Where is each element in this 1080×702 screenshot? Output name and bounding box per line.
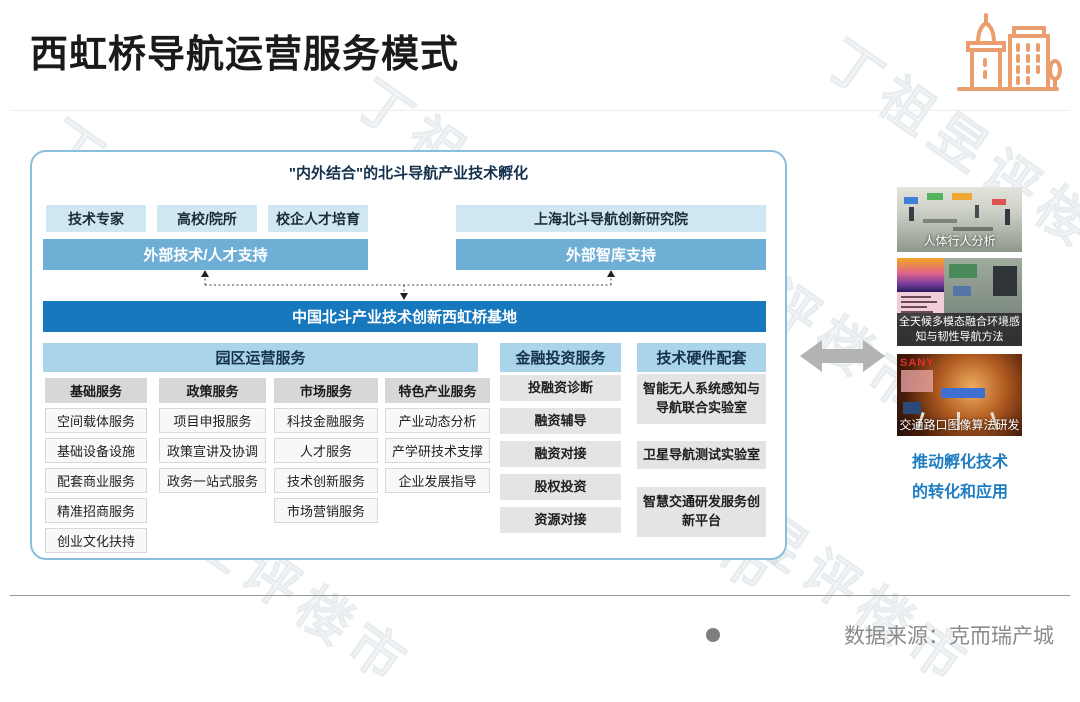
park-service-item: 市场营销服务 [274,498,378,523]
city-buildings-icon [957,13,1062,91]
detection-box [952,193,972,200]
column-header-policy-services: 政策服务 [159,378,266,403]
support-bar-external-tech-talent: 外部技术/人才支持 [43,239,368,270]
park-service-item: 配套商业服务 [45,468,147,493]
park-service-item: 科技金融服务 [274,408,378,433]
pedestrian-figure [909,207,914,221]
conclusion-text: 推动孵化技术 的转化和应用 [882,448,1038,508]
telemetry-panel [901,370,933,392]
park-service-item: 基础设备设施 [45,438,147,463]
park-service-item: 精准招商服务 [45,498,147,523]
photo-traffic-intersection: SANY 交通路口图像算法研发 [897,354,1022,436]
conclusion-line-2: 的转化和应用 [911,484,1008,501]
conclusion-line-1: 推动孵化技术 [911,454,1008,471]
lane-line [957,412,960,430]
section-header-finance-services: 金融投资服务 [500,343,621,372]
base-bar-xihongqiao: 中国北斗产业技术创新西虹桥基地 [43,301,766,332]
telemetry-line [901,301,937,303]
park-service-item: 人才服务 [274,438,378,463]
park-service-item: 产业动态分析 [385,408,490,433]
park-service-item: 空间载体服务 [45,408,147,433]
finance-service-item: 投融资诊断 [500,375,621,401]
pedestrian-figure [975,205,979,218]
road-sign-shape [941,388,985,398]
park-service-item: 技术创新服务 [274,468,378,493]
column-header-market-services: 市场服务 [274,378,378,403]
park-service-item: 企业发展指导 [385,468,490,493]
photo-caption: 人体行人分析 [923,234,996,248]
incubation-title: "内外结合"的北斗导航产业技术孵化 [288,165,529,182]
truck-shape [949,264,977,278]
telemetry-line [901,311,933,313]
partner-box-universities: 高校/院所 [157,205,257,232]
dotted-connector-arrows [201,270,615,300]
vehicle-shape [903,402,921,414]
park-service-item: 项目申报服务 [159,408,266,433]
photo-caption: 全天候多模态融合环境感知与韧性导航方法 [897,313,1022,346]
park-service-item: 创业文化扶持 [45,528,147,553]
title-divider [10,110,1070,111]
bench-shape [923,219,957,223]
footer-bullet [706,628,720,642]
hardware-item: 智慧交通研发服务创新平台 [637,487,766,537]
column-header-basic-services: 基础服务 [45,378,147,403]
thermal-image-panel [897,258,944,292]
sany-logo: SANY [900,357,935,369]
vehicle-shape [993,266,1017,296]
finance-service-item: 融资对接 [500,441,621,467]
page-title: 西虹桥导航运营服务模式 [30,33,460,76]
partner-box-tech-experts: 技术专家 [46,205,146,232]
bench-shape [953,227,993,231]
park-service-item: 产学研技术支撑 [385,438,490,463]
hardware-item: 智能无人系统感知与导航联合实验室 [637,374,766,424]
double-arrow-icon [800,340,885,372]
park-service-item: 政策宣讲及协调 [159,438,266,463]
section-header-park-services: 园区运营服务 [43,343,478,372]
hardware-item: 卫星导航测试实验室 [637,441,766,469]
section-header-hardware-support: 技术硬件配套 [637,343,766,372]
partner-box-research-institute: 上海北斗导航创新研究院 [456,205,766,232]
column-header-special-industry: 特色产业服务 [385,378,490,403]
finance-service-item: 资源对接 [500,507,621,533]
detection-box [992,199,1006,205]
telemetry-line [901,296,931,298]
pedestrian-figure [1005,209,1010,225]
footer-divider [10,595,1070,596]
data-source-note: 数据来源：克而瑞产城 [844,625,1054,648]
finance-service-item: 股权投资 [500,474,621,500]
partner-box-talent-training: 校企人才培育 [268,205,368,232]
support-bar-external-thinktank: 外部智库支持 [456,239,766,270]
sign-shape [953,286,971,296]
detection-box [927,193,943,200]
telemetry-line [901,306,927,308]
photo-pedestrian-analysis: 人体行人分析 [897,187,1022,252]
photo-caption: 交通路口图像算法研发 [899,418,1020,432]
photo-multimodal-navigation: 全天候多模态融合环境感知与韧性导航方法 [897,258,1022,346]
park-service-item: 政务一站式服务 [159,468,266,493]
detection-box [904,197,918,204]
finance-service-item: 融资辅导 [500,408,621,434]
